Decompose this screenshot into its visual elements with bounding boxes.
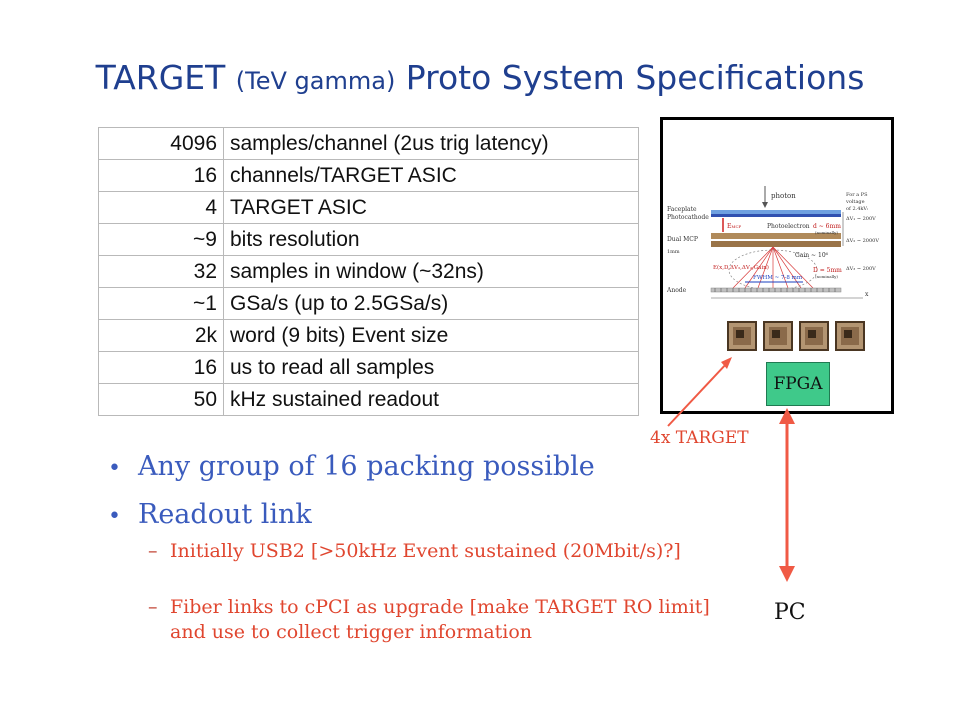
big-d-sub-label: (nominally) — [815, 274, 838, 279]
sub-bullet-text: Initially USB2 [>50kHz Event sustained (… — [170, 540, 681, 562]
target-chip-icon — [727, 321, 757, 351]
sub-bullet-text: Fiber links to cPCI as upgrade [make TAR… — [170, 596, 710, 618]
emcp-label: EMCP — [727, 223, 741, 230]
mcp-plate-1 — [711, 233, 841, 239]
ps-note-2: voltage — [846, 199, 865, 205]
target-pointer-arrow — [667, 361, 729, 427]
spec-desc: TARGET ASIC — [223, 191, 639, 224]
d-sub-label: (nominally) — [815, 230, 838, 235]
link-arrowhead-up-icon — [779, 408, 795, 424]
anode-layer — [710, 287, 842, 293]
mcp-schematic — [710, 186, 863, 299]
sub-bullet-usb2: –Initially USB2 [>50kHz Event sustained … — [148, 540, 681, 562]
target-chip-icon — [835, 321, 865, 351]
spec-value: 16 — [98, 351, 224, 384]
dv1-label: ΔV₁ ~ 200V — [846, 216, 876, 222]
page-title: TARGET (TeV gamma) Proto System Specific… — [0, 58, 960, 97]
dash-icon: – — [148, 596, 158, 618]
e-formula-label: E(x,D,ΔV₃,ΔV₂,Gain) — [713, 265, 769, 271]
spec-value: 4 — [98, 191, 224, 224]
emcp-sub: MCP — [731, 224, 742, 229]
anode-ticks — [714, 288, 836, 292]
bullet-readout: • Readout link — [108, 492, 595, 540]
ps-note-3: of 2.4kV: — [846, 206, 869, 212]
bullet-dot-icon: • — [108, 456, 121, 481]
spec-desc: word (9 bits) Event size — [223, 319, 639, 352]
spec-value: 2k — [98, 319, 224, 352]
spec-desc: channels/TARGET ASIC — [223, 159, 639, 192]
bullet-dot-icon: • — [108, 504, 121, 529]
target-label: 4x TARGET — [650, 428, 749, 448]
photon-label: photon — [771, 192, 796, 200]
spec-value: 50 — [98, 383, 224, 416]
ps-note-1: For a PS — [846, 192, 868, 198]
photocathode-layer — [711, 214, 841, 217]
pc-label: PC — [774, 600, 806, 625]
faceplate-label: Faceplate — [667, 206, 697, 213]
target-arrowhead-icon — [721, 357, 732, 369]
gain-label: Gain ~ 10⁶ — [795, 252, 829, 259]
title-target: TARGET — [95, 58, 236, 97]
spec-desc: us to read all samples — [223, 351, 639, 384]
dv2-label: ΔV₂ ~ 2000V — [846, 238, 879, 244]
spec-value: 32 — [98, 255, 224, 288]
target-chip-icon — [799, 321, 829, 351]
sub-bullet-fiber: –Fiber links to cPCI as upgrade [make TA… — [148, 596, 710, 618]
big-d-label: D = 5mm — [813, 267, 842, 274]
spec-desc: samples/channel (2us trig latency) — [223, 127, 639, 160]
dual-mcp-label: Dual MCP — [667, 236, 698, 243]
bullet-list: • Any group of 16 packing possible • Reado… — [108, 444, 595, 540]
one-mm-label: 1mm — [667, 249, 680, 255]
photon-arrowhead-icon — [762, 202, 768, 208]
spec-desc: samples in window (~32ns) — [223, 255, 639, 288]
emcp-text: E — [727, 223, 732, 230]
bullet-packing: • Any group of 16 packing possible — [108, 444, 595, 492]
photocathode-label: Photocathode — [667, 214, 709, 221]
title-specs: Proto System Specifications — [395, 58, 865, 97]
spec-desc: kHz sustained readout — [223, 383, 639, 416]
spec-value: ~9 — [98, 223, 224, 256]
fpga-block: FPGA — [766, 362, 830, 406]
gain-region — [728, 249, 818, 291]
spec-value: ~1 — [98, 287, 224, 320]
bullet-text: Readout link — [138, 499, 312, 530]
spec-value: 4096 — [98, 127, 224, 160]
sub-bullet-fiber-cont: and use to collect trigger information — [170, 621, 532, 643]
dash-icon: – — [148, 540, 158, 562]
d-label: d ~ 6mm — [813, 223, 841, 230]
faceplate-layer — [711, 210, 841, 214]
title-tev-gamma: (TeV gamma) — [235, 67, 396, 95]
bullet-text: Any group of 16 packing possible — [138, 451, 595, 482]
fwhm-label: FWHM ~ 7-8 mm — [753, 275, 803, 281]
link-arrowhead-down-icon — [779, 566, 795, 582]
electron-cloud — [732, 246, 814, 289]
system-diagram: photon For a PS voltage of 2.4kV: Facepl… — [660, 117, 894, 414]
photoelectron-label: Photoelectron — [767, 223, 810, 230]
sub-bullet-text: and use to collect trigger information — [170, 621, 533, 643]
x-axis-label: x — [865, 291, 869, 298]
dv3-label: ΔV₃ ~ 200V — [846, 266, 876, 272]
mcp-plate-2 — [711, 241, 841, 247]
anode-label: Anode — [667, 287, 687, 294]
target-chip-icon — [763, 321, 793, 351]
